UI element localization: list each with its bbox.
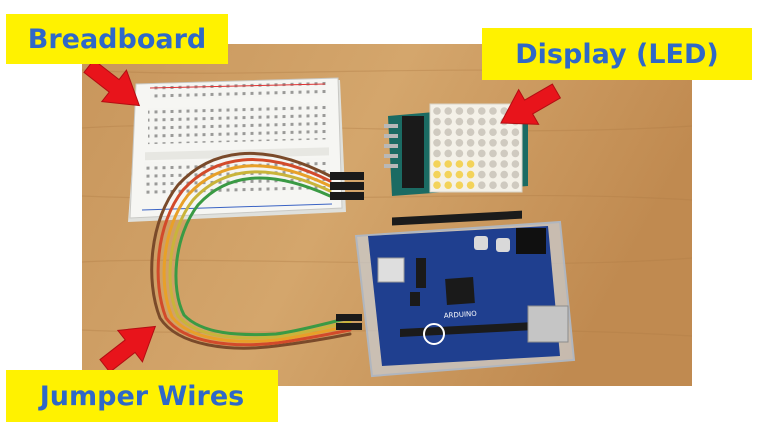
led-dot bbox=[489, 181, 497, 189]
led-dot bbox=[500, 170, 509, 179]
led-dot bbox=[455, 117, 464, 126]
led-dot bbox=[433, 139, 441, 147]
led-dot bbox=[444, 160, 453, 168]
led-dot bbox=[500, 149, 509, 158]
main-chip bbox=[445, 277, 475, 305]
arrow-to-display bbox=[500, 83, 562, 125]
led-dot bbox=[511, 149, 520, 158]
red-arrows bbox=[83, 59, 562, 373]
led-dot bbox=[455, 149, 464, 158]
led-dot bbox=[433, 117, 441, 126]
led-dot bbox=[455, 170, 464, 179]
led-dot bbox=[444, 181, 453, 189]
led-dot bbox=[489, 107, 497, 115]
board-brand-text: ARDUINO bbox=[444, 310, 478, 320]
led-dot bbox=[511, 160, 520, 168]
arrow-to-breadboard bbox=[83, 59, 141, 107]
led-dot bbox=[455, 107, 464, 115]
led-dot bbox=[444, 170, 453, 179]
usb-port bbox=[527, 305, 569, 343]
led-dot bbox=[489, 149, 497, 158]
led-dot bbox=[466, 170, 475, 179]
led-dot bbox=[489, 128, 497, 136]
led-dot bbox=[478, 160, 486, 168]
led-display-module bbox=[384, 103, 528, 196]
display-led-label: Display (LED) bbox=[482, 28, 752, 80]
led-dot bbox=[500, 181, 509, 189]
led-dot bbox=[444, 139, 453, 147]
led-dot bbox=[433, 160, 441, 168]
led-dot bbox=[455, 128, 464, 136]
led-dot bbox=[466, 117, 475, 126]
led-dot bbox=[466, 107, 475, 115]
led-dot bbox=[433, 128, 441, 136]
led-dot bbox=[478, 128, 486, 136]
led-dot bbox=[466, 139, 475, 147]
led-dot bbox=[478, 107, 486, 115]
led-dot bbox=[500, 139, 509, 147]
led-dot bbox=[489, 170, 497, 179]
led-dot bbox=[489, 117, 497, 126]
led-dot bbox=[433, 170, 441, 179]
led-dot bbox=[500, 160, 509, 168]
led-dot bbox=[511, 139, 520, 147]
led-dot bbox=[444, 117, 453, 126]
led-dot bbox=[433, 107, 441, 115]
led-dot bbox=[478, 181, 486, 189]
led-dot bbox=[511, 170, 520, 179]
arrow-to-jumper-wires bbox=[99, 325, 157, 373]
power-jack bbox=[516, 228, 546, 254]
led-dot bbox=[489, 160, 497, 168]
led-dot bbox=[455, 139, 464, 147]
led-dot bbox=[478, 139, 486, 147]
led-dot bbox=[455, 160, 464, 168]
led-dot bbox=[433, 181, 441, 189]
led-dot bbox=[444, 107, 453, 115]
led-dot bbox=[489, 139, 497, 147]
jumper-wires bbox=[150, 151, 364, 350]
led-dot bbox=[466, 128, 475, 136]
led-dot bbox=[444, 149, 453, 158]
led-dot bbox=[444, 128, 453, 136]
breadboard-label: Breadboard bbox=[6, 14, 228, 64]
led-dots bbox=[433, 107, 520, 189]
led-dot bbox=[455, 181, 464, 189]
led-dot bbox=[466, 149, 475, 158]
led-dot bbox=[478, 117, 486, 126]
jumper-wires-label: Jumper Wires bbox=[6, 370, 278, 422]
led-dot bbox=[466, 181, 475, 189]
driver-chip bbox=[402, 116, 424, 188]
arduino-board: ARDUINO bbox=[354, 210, 576, 378]
led-dot bbox=[511, 128, 520, 136]
led-dot bbox=[478, 149, 486, 158]
led-dot bbox=[511, 181, 520, 189]
led-dot bbox=[433, 149, 441, 158]
led-dot bbox=[466, 160, 475, 168]
wifi-module bbox=[377, 257, 405, 283]
led-dot bbox=[478, 170, 486, 179]
led-dot bbox=[500, 128, 509, 136]
breadboard bbox=[128, 77, 346, 222]
